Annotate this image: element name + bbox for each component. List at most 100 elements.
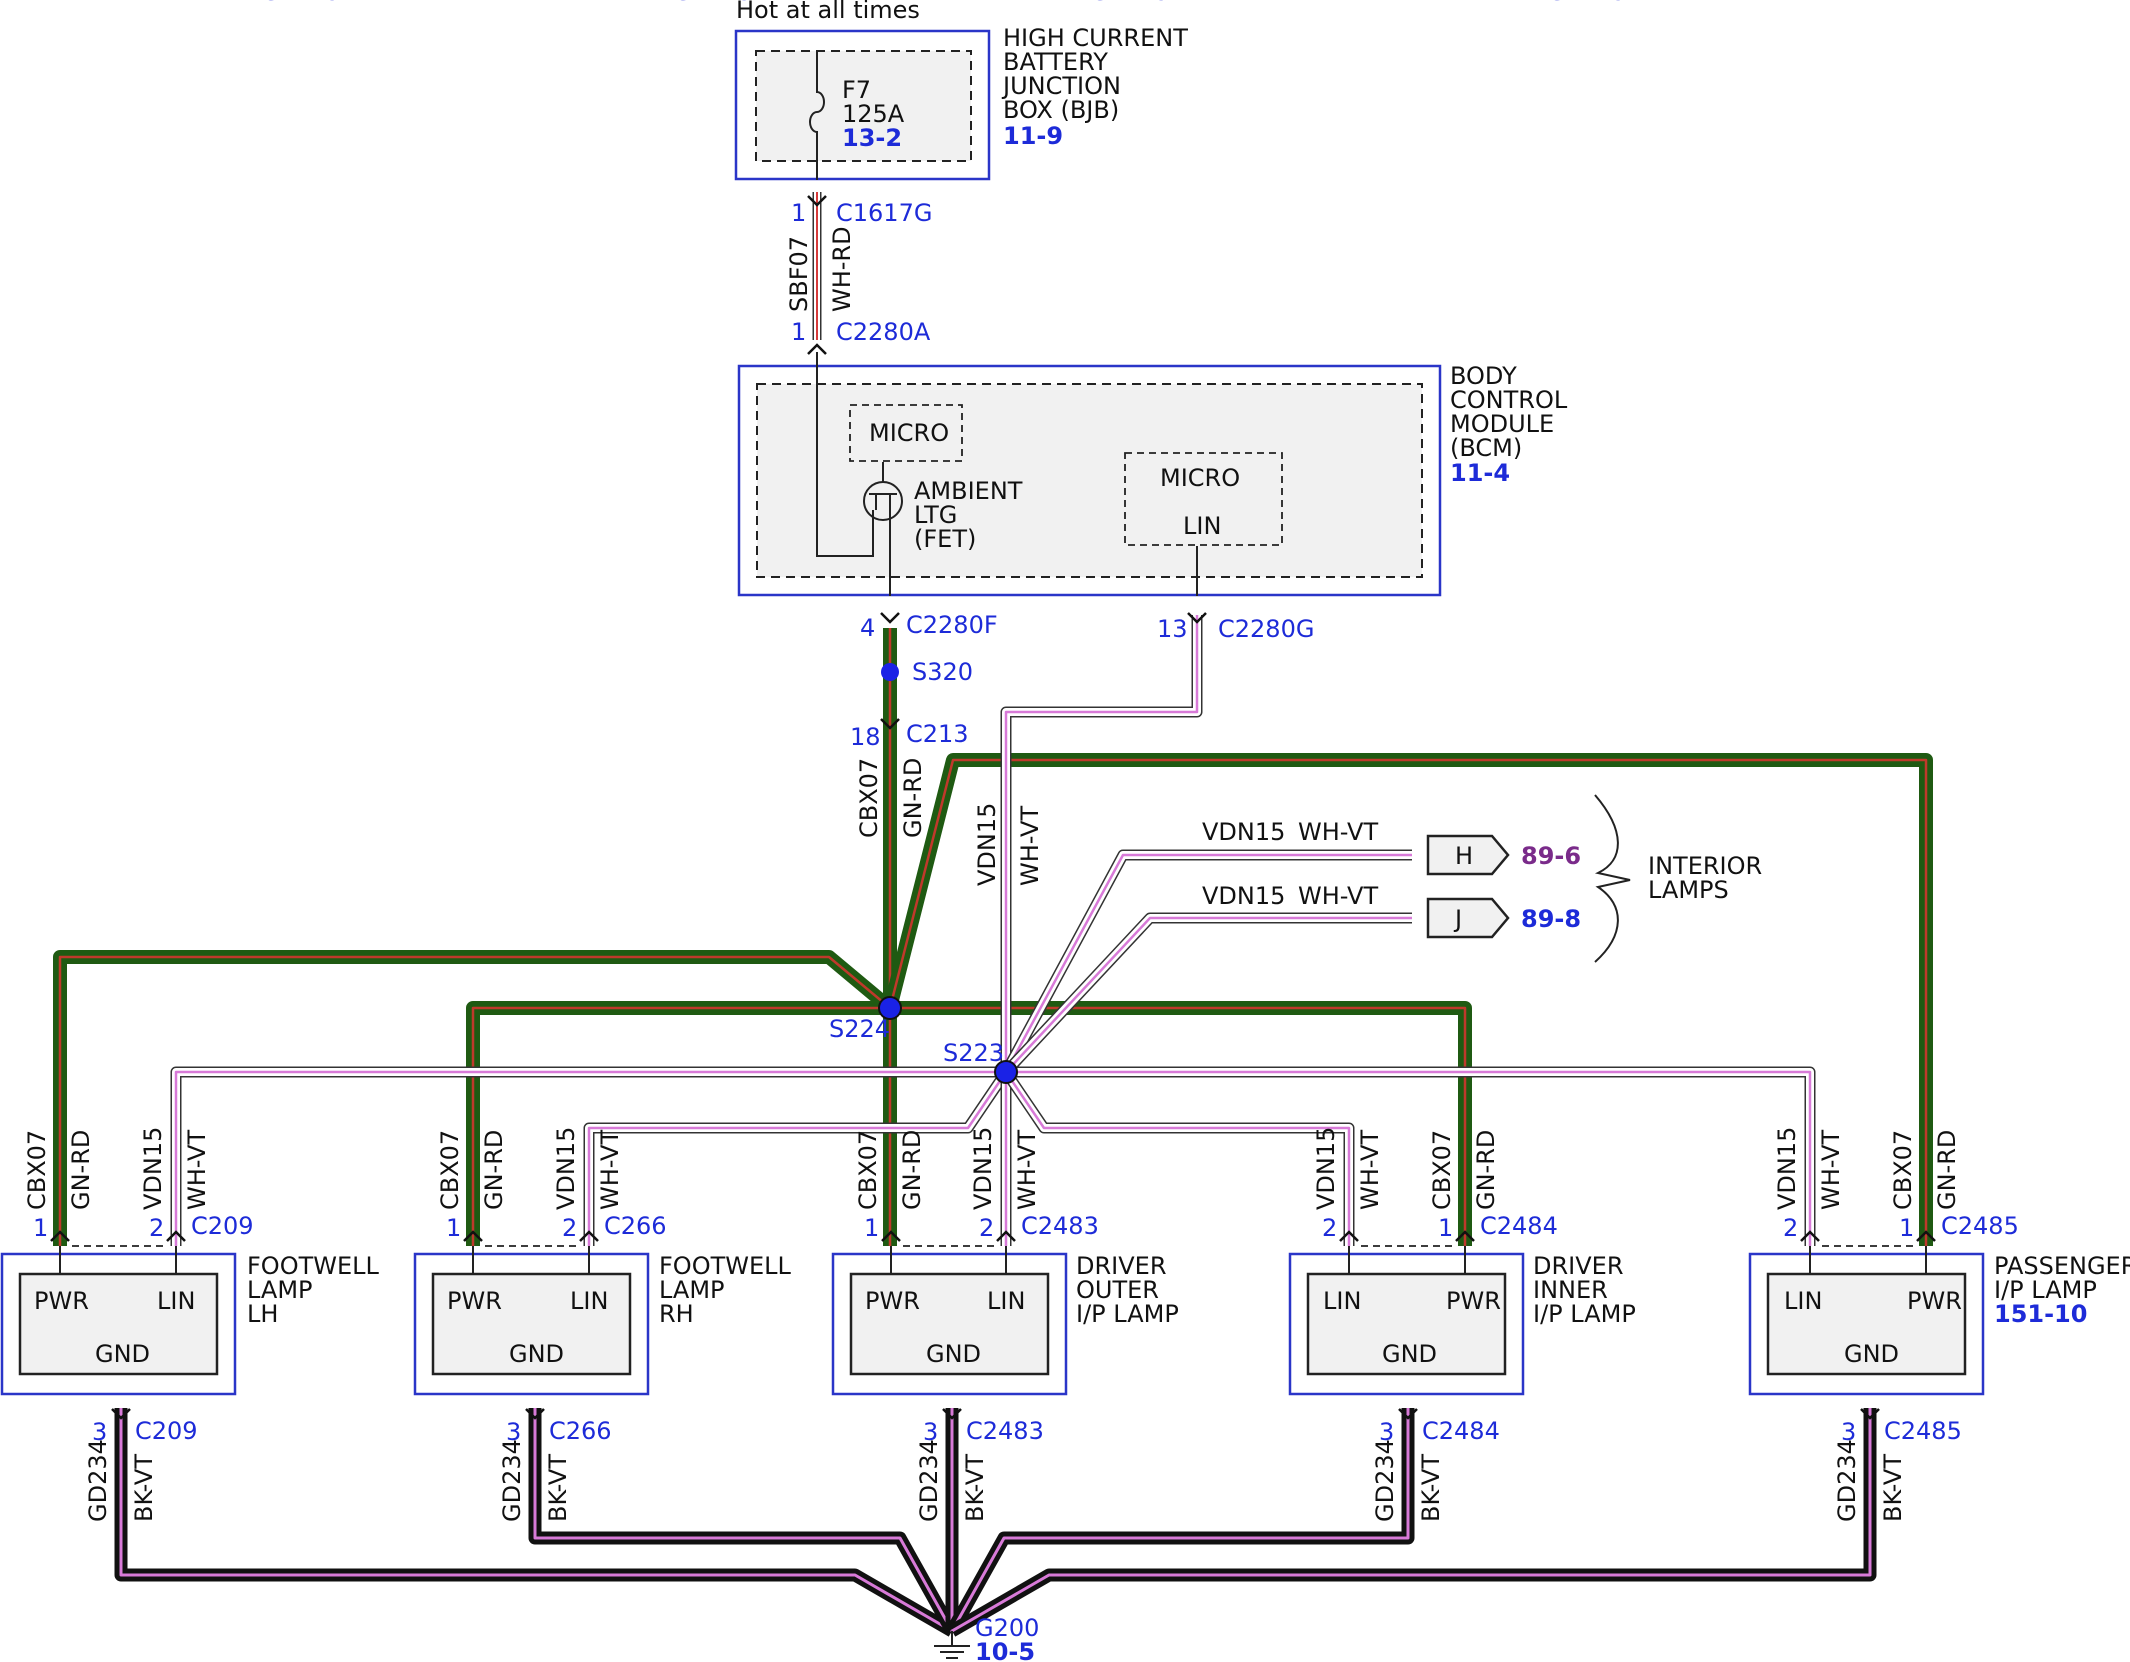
lamp-inner (849, 1272, 1050, 1376)
lamp-gnd-pin: 3 (923, 1418, 938, 1446)
lin-wire-circuit: VDN15 (1312, 1127, 1340, 1210)
lamp-right-label: LIN (987, 1287, 1025, 1315)
c1617g-pin: 1 (791, 199, 806, 227)
sbf07-circuit: SBF07 (785, 236, 813, 312)
lamp-pin-leads (59, 1246, 177, 1274)
lamp-pin-b-chevron (579, 1230, 599, 1242)
bcm-lin-label: LIN (1183, 512, 1221, 540)
interior-title-2: LAMPS (1648, 876, 1729, 904)
lamp-pin-a-chevron (1800, 1230, 1820, 1242)
cbx07-branch-passenger (883, 753, 1933, 1246)
gnd-wire-circuit: GD234 (915, 1439, 943, 1522)
gd234-passenger (948, 1408, 1877, 1637)
gnd-wire-color: BK-VT (1879, 1454, 1907, 1522)
fuse-rating: 125A (842, 100, 905, 128)
lamp-gnd-connector: C266 (549, 1417, 612, 1445)
bjb-outline (734, 29, 991, 181)
lamp-left-pin: 1 (446, 1214, 461, 1242)
vdn15-branch-passenger-stripe (1006, 1068, 1814, 1246)
interior-j-ref: 89-8 (1521, 905, 1581, 933)
lamp-gnd-label: GND (1844, 1340, 1899, 1368)
lamp-outline (831, 1252, 1068, 1396)
cbx07-branch-lh-stripe (58, 955, 891, 1246)
lamp-ref: 151-10 (659, 0, 752, 6)
interior-h-ref: 89-6 (1521, 842, 1581, 870)
bjb-inner (755, 50, 972, 162)
cbx07-branch-inner (890, 1001, 1472, 1246)
lamp-module-c266: PWRLINGNDFOOTWELLLAMPRH151-1012C2663C266… (413, 0, 792, 1522)
vdn15-trunk-violet (1004, 615, 1199, 1072)
interior-connector-h (1426, 834, 1510, 876)
lamp-gnd-pin: 3 (1841, 1418, 1856, 1446)
lin-trunk-color: WH-VT (1016, 806, 1044, 886)
lamp-right-label: LIN (570, 1287, 608, 1315)
splice-s320 (881, 663, 899, 681)
interior-title-1: INTERIOR (1648, 852, 1762, 880)
lamp-title-1: DRIVER (1076, 1252, 1167, 1280)
gd234-passenger-stripe (951, 1408, 1872, 1633)
lamp-pin-b-chevron (1916, 1230, 1936, 1242)
lamp-pin-leads (890, 1246, 1007, 1274)
lamp-right-pin: 2 (979, 1214, 994, 1242)
bjb-title-4: BOX (BJB) (1003, 96, 1119, 124)
lin-wire-circuit: VDN15 (969, 1127, 997, 1210)
gnd-wire-color: BK-VT (961, 1454, 989, 1522)
lamp-modules: PWRLINGNDFOOTWELLLAMPLH151-1012C2093C209… (0, 0, 2130, 1522)
bjb-ref: 11-9 (1003, 122, 1063, 150)
fuse-f7-symbol (809, 52, 825, 180)
lamp-title-2: INNER (1533, 1276, 1608, 1304)
lamp-ref: 151-10 (1994, 1300, 2087, 1328)
lamp-gnd-chevron (1398, 1408, 1418, 1420)
lamp-outline (0, 1252, 237, 1396)
lamp-ref: 151-10 (1533, 0, 1626, 6)
bcm-micro-2-label: MICRO (1160, 464, 1240, 492)
lamp-right-pin: 2 (149, 1214, 164, 1242)
fuse-name: F7 (842, 76, 871, 104)
lamp-pin-b-chevron (996, 1230, 1016, 1242)
lamp-gnd-pin: 3 (92, 1418, 107, 1446)
lamp-module-c209: PWRLINGNDFOOTWELLLAMPLH151-1012C2093C209… (0, 0, 380, 1522)
c1617g-chevron (807, 195, 827, 207)
bcm-micro-2-box (1124, 452, 1283, 546)
lamp-ref: 151-10 (247, 0, 340, 6)
gnd-wire-circuit: GD234 (1833, 1439, 1861, 1522)
lamp-left-label: LIN (1784, 1287, 1822, 1315)
lamp-left-label: PWR (34, 1287, 89, 1315)
bcm-micro-1-label: MICRO (869, 419, 949, 447)
lamp-inner (1766, 1272, 1967, 1376)
lamp-inner (18, 1272, 219, 1376)
lamp-title-2: I/P LAMP (1994, 1276, 2097, 1304)
lin-wire-circuit: VDN15 (552, 1127, 580, 1210)
lamp-gnd-chevron (1860, 1408, 1880, 1420)
lamp-title-2: LAMP (659, 1276, 725, 1304)
vdn15-to-j (1001, 912, 1412, 1076)
fuse-ref: 13-2 (842, 124, 902, 152)
pwr-wire-circuit: CBX07 (436, 1130, 464, 1210)
c213-pin: 18 (850, 723, 881, 751)
splice-s223 (994, 1060, 1018, 1084)
pwr-wire-circuit: CBX07 (854, 1130, 882, 1210)
c2280f-chevron (880, 612, 900, 624)
lamp-gnd-connector: C209 (135, 1417, 198, 1445)
lamp-outline (1288, 1252, 1525, 1396)
lin-trunk-circuit: VDN15 (973, 803, 1001, 886)
lamp-title-1: FOOTWELL (659, 1252, 792, 1280)
lamp-title-3: I/P LAMP (1076, 1300, 1179, 1328)
c213-circuit: CBX07 (855, 758, 883, 838)
lamp-inner (1306, 1272, 1507, 1376)
lamp-gnd-connector: C2484 (1422, 1417, 1500, 1445)
bcm-outline (737, 364, 1442, 597)
cbx07-branch-rh-stripe (471, 1006, 890, 1246)
lamp-pin-leads (472, 1246, 590, 1274)
bjb-title-3: JUNCTION (1001, 72, 1121, 100)
bjb-module: F7 125A 13-2 HIGH CURRENT BATTERY JUNCTI… (734, 24, 1188, 181)
lamp-pin-a-chevron (463, 1230, 483, 1242)
lamp-title-3: RH (659, 1300, 694, 1328)
fet-label-3: (FET) (914, 525, 976, 553)
lamp-pin-a-chevron (50, 1230, 70, 1242)
fet-label-1: AMBIENT (914, 477, 1023, 505)
bjb-title-1: HIGH CURRENT (1003, 24, 1188, 52)
s320-label: S320 (912, 658, 973, 686)
